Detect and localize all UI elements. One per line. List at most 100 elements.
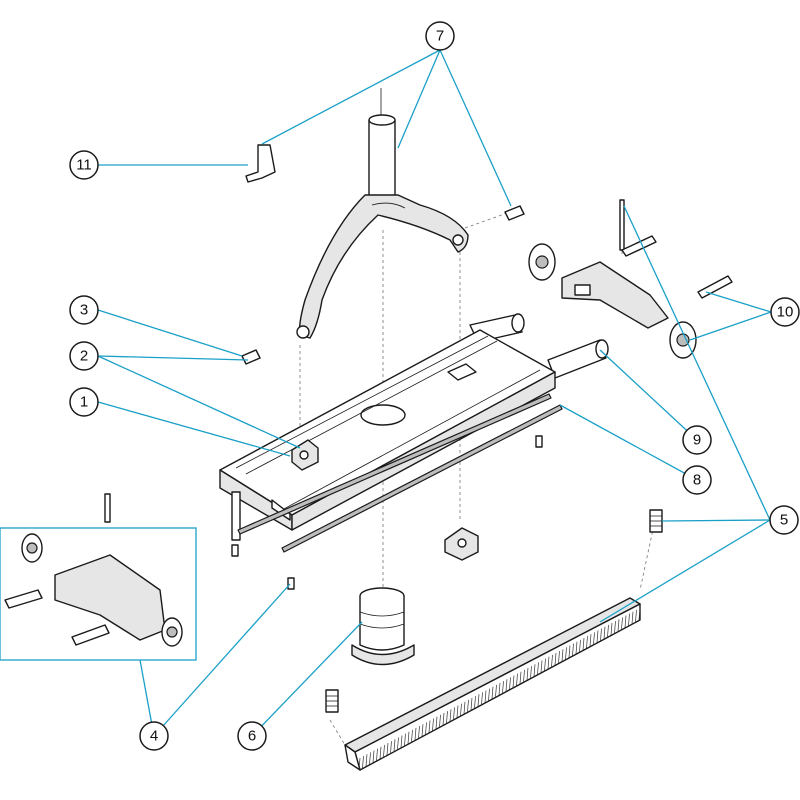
- bristle: [551, 654, 553, 667]
- bristle: [460, 703, 462, 716]
- bristle: [435, 716, 438, 729]
- svg-text:5: 5: [780, 512, 788, 529]
- bristle: [365, 754, 368, 767]
- svg-text:11: 11: [76, 157, 92, 174]
- callout-11: 11: [69, 150, 99, 180]
- bristle: [358, 757, 361, 771]
- svg-text:2: 2: [80, 348, 88, 365]
- svg-text:3: 3: [80, 302, 88, 319]
- spring-clip: [245, 144, 276, 183]
- svg-text:6: 6: [248, 728, 256, 745]
- bristle: [523, 669, 525, 682]
- bristle: [509, 677, 511, 690]
- wheel-assembly: [528, 235, 733, 359]
- bristle: [442, 712, 445, 726]
- bristle: [502, 681, 504, 694]
- bristle: [610, 622, 613, 636]
- callout-5: 5: [769, 505, 799, 535]
- svg-text:7: 7: [436, 28, 444, 45]
- callout-3: 3: [69, 295, 99, 325]
- bristle: [561, 649, 564, 662]
- bristle: [600, 628, 602, 641]
- bristle: [449, 709, 452, 722]
- bristle: [470, 697, 473, 711]
- bristle: [505, 679, 508, 692]
- callout-9: 9: [682, 425, 712, 455]
- bristle: [414, 727, 417, 741]
- bristle: [565, 647, 567, 660]
- bristle: [628, 613, 630, 626]
- bearing-cup: [351, 587, 415, 666]
- bristle: [390, 741, 392, 754]
- bristle: [607, 624, 609, 637]
- svg-text:1: 1: [80, 394, 88, 411]
- bristle: [383, 744, 385, 757]
- bristle: [547, 656, 550, 669]
- bristle: [404, 733, 406, 746]
- bristle: [512, 675, 515, 688]
- axle-rods: [469, 313, 609, 379]
- bristle: [589, 634, 592, 647]
- springs: [325, 509, 663, 713]
- svg-text:9: 9: [693, 432, 701, 449]
- svg-text:4: 4: [150, 728, 158, 745]
- bristle: [498, 682, 501, 696]
- bristle: [586, 636, 588, 649]
- bristle: [568, 645, 571, 658]
- bristle: [481, 692, 483, 705]
- bristle: [631, 611, 634, 624]
- bristle: [418, 726, 420, 739]
- bristle: [393, 739, 396, 752]
- bristle: [530, 666, 532, 679]
- detail-inset: [0, 527, 197, 661]
- bristle: [579, 639, 581, 652]
- bristle: [369, 752, 371, 765]
- bristle: [421, 724, 424, 737]
- svg-text:10: 10: [777, 304, 794, 321]
- bristle: [554, 652, 557, 666]
- bristle: [526, 667, 529, 681]
- bristle: [407, 731, 410, 744]
- bristle: [544, 658, 546, 671]
- screws: [104, 199, 625, 590]
- bristle: [379, 746, 382, 759]
- bristle: [593, 632, 595, 645]
- bristle: [635, 609, 637, 622]
- bristle: [558, 651, 560, 664]
- bristle: [477, 694, 480, 707]
- callouts: 1 2 3 4 5 6 7 8 9 10 11: [69, 21, 800, 751]
- bristle: [386, 742, 389, 756]
- callout-10: 10: [770, 297, 800, 327]
- bristle: [596, 630, 599, 643]
- bristle: [516, 673, 518, 686]
- bristle: [463, 701, 466, 714]
- bristle: [484, 690, 487, 703]
- bristle: [624, 615, 627, 628]
- bristle: [432, 718, 434, 731]
- callout-8: 8: [682, 465, 712, 495]
- bristle: [603, 626, 606, 639]
- bristle: [467, 699, 469, 712]
- bristle: [400, 735, 403, 748]
- bristle: [614, 621, 616, 634]
- bristle: [638, 607, 641, 621]
- bristle: [519, 671, 522, 684]
- bristle: [488, 688, 490, 701]
- bristle: [621, 617, 623, 630]
- bristle: [456, 705, 459, 718]
- svg-text:8: 8: [693, 472, 701, 489]
- side-strips: [237, 393, 563, 553]
- bristle: [411, 729, 413, 742]
- callout-6: 6: [237, 721, 267, 751]
- bristle: [372, 750, 375, 763]
- bristle: [362, 756, 364, 769]
- callout-4: 4: [139, 721, 169, 751]
- bristle: [582, 637, 585, 651]
- bristle: [540, 660, 543, 673]
- bristle: [495, 684, 497, 697]
- bristle: [533, 664, 536, 677]
- leader-lines: [97, 49, 772, 737]
- bristle: [425, 722, 427, 735]
- bristle: [397, 737, 399, 750]
